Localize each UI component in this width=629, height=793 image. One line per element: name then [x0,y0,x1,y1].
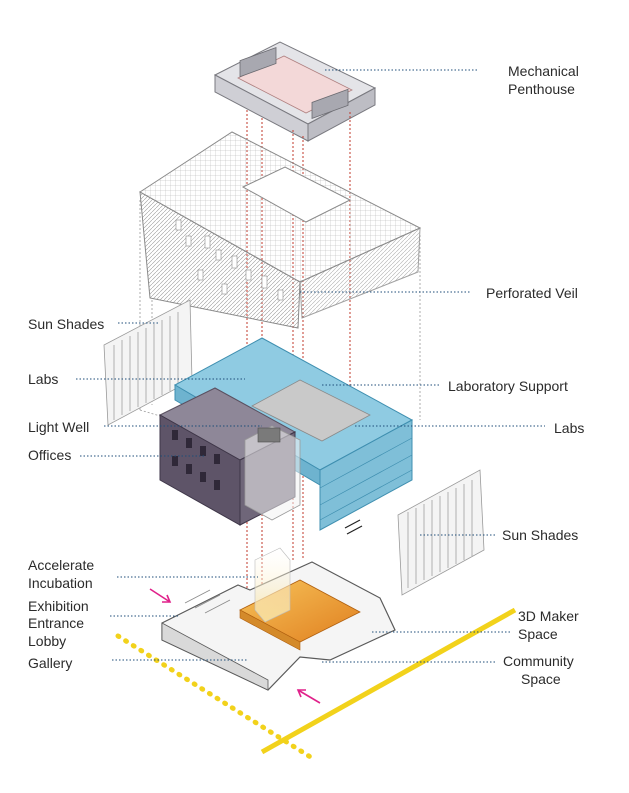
label-exhibition: Exhibition [28,598,89,614]
label-community-space: Community Space [503,652,574,688]
street-line-dotted [115,633,315,761]
lab-office-block [158,337,414,535]
perforated-veil [139,131,422,329]
label-line: Community [503,653,574,669]
label-3d-maker-space: 3D Maker Space [518,607,579,643]
entrance-arrow-lower [296,689,321,704]
label-mechanical-penthouse: Mechanical Penthouse [508,62,579,98]
label-line: Space [521,671,561,687]
label-line: Space [518,626,558,642]
label-sun-shades-left: Sun Shades [28,316,105,332]
sun-shades-left [103,299,193,426]
label-lobby: Lobby [28,633,67,649]
street-line-solid [260,607,517,755]
label-offices: Offices [28,447,72,463]
label-light-well: Light Well [28,419,90,435]
mechanical-penthouse [213,41,377,142]
leader-lines [76,69,545,663]
label-accelerate-incubation: Accelerate Incubation [28,556,94,592]
label-line: Penthouse [508,81,575,97]
ground-floor [161,547,396,691]
label-sun-shades-right: Sun Shades [502,527,579,543]
label-laboratory-support: Laboratory Support [448,378,568,394]
label-line: Mechanical [508,63,579,79]
label-line: Accelerate [28,557,95,573]
entrance-arrow-upper [149,588,172,603]
label-line: 3D Maker [518,608,579,624]
label-labs-left: Labs [28,371,59,387]
sun-shades-right [397,469,485,596]
label-gallery: Gallery [28,655,73,671]
label-labs-right: Labs [554,420,585,436]
label-line: Incubation [28,575,93,591]
label-perforated-veil: Perforated Veil [486,285,578,301]
label-entrance: Entrance [28,615,85,631]
